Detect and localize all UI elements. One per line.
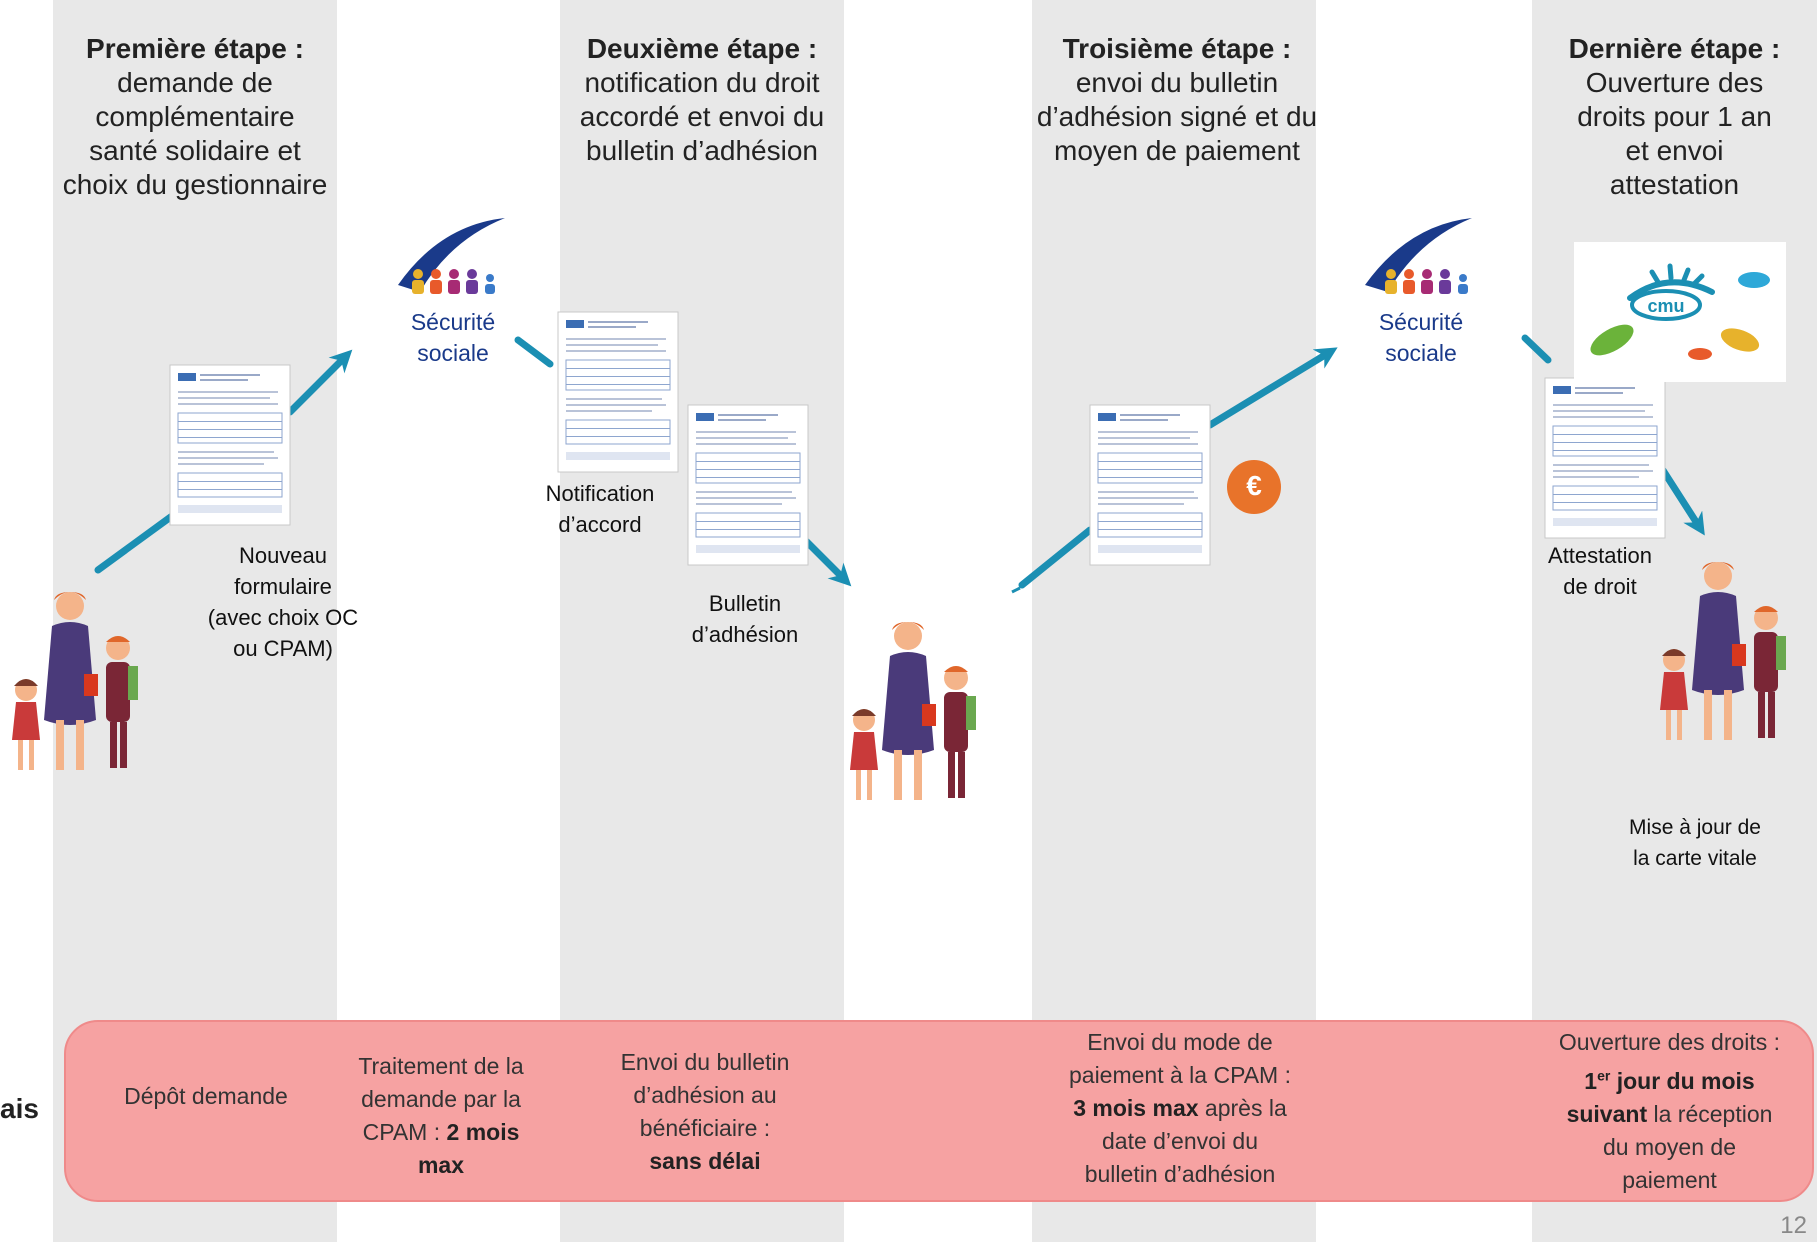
family-illustration xyxy=(850,622,976,800)
band-text: paiement à la CPAM : xyxy=(1068,1062,1291,1088)
band-text: Envoi du bulletin xyxy=(620,1049,790,1075)
caption-line: d’adhésion xyxy=(691,622,799,647)
band-text: après la xyxy=(1198,1095,1287,1121)
band-traitement: Traitement de la demande par la CPAM : 2… xyxy=(336,1050,546,1182)
family-illustration xyxy=(12,592,138,770)
securite-sociale-label: Sécurité sociale xyxy=(1378,309,1464,366)
step-4-desc-line: droits pour 1 an xyxy=(1577,101,1772,132)
caption-line: Notification xyxy=(545,481,655,506)
attestation-document-icon xyxy=(1544,377,1666,539)
caption-notification: Notification d’accord xyxy=(530,478,670,540)
step-1-heading: Première étape : demande de complémentai… xyxy=(53,32,337,202)
step-4-desc-line: Ouverture des xyxy=(1585,67,1764,98)
delais-side-label: ais xyxy=(0,1093,39,1124)
step-4-desc-line: et envoi xyxy=(1625,135,1724,166)
band-text: Ouverture des droits : xyxy=(1558,1029,1781,1055)
caption-bulletin: Bulletin d’adhésion xyxy=(670,588,820,650)
band-bold: 2 mois xyxy=(446,1119,520,1145)
step-3-desc-line: envoi du bulletin xyxy=(1075,67,1279,98)
cmu-logo-icon xyxy=(1574,242,1786,382)
formulaire-document-icon xyxy=(169,364,291,526)
step-1-desc-line: choix du gestionnaire xyxy=(62,169,328,200)
step-2-desc-line: accordé et envoi du xyxy=(579,101,825,132)
caption-line: de droit xyxy=(1563,574,1637,599)
cmu-label: cmu xyxy=(1647,296,1685,316)
arrow-icon xyxy=(1018,526,1094,589)
flow-dash xyxy=(1011,586,1021,594)
band-text: d’adhésion au xyxy=(633,1082,777,1108)
caption-line: (avec choix OC xyxy=(207,605,359,630)
delais-band xyxy=(64,1020,1814,1202)
notification-document-icon xyxy=(557,311,679,473)
step-4-desc-line: attestation xyxy=(1609,169,1740,200)
step-1-desc-line: santé solidaire et xyxy=(89,135,301,166)
band-envoi-bulletin: Envoi du bulletin d’adhésion au bénéfici… xyxy=(580,1046,830,1178)
arrow-icon xyxy=(1206,347,1338,429)
caption-line: Mise à jour de xyxy=(1629,816,1761,839)
caption-line: Nouveau xyxy=(238,543,328,568)
page-number: 12 xyxy=(1780,1212,1807,1239)
step-4-heading: Dernière étape : Ouverture des droits po… xyxy=(1532,32,1817,202)
step-3-desc-line: moyen de paiement xyxy=(1054,135,1300,166)
band-envoi-paiement: Envoi du mode de paiement à la CPAM : 3 … xyxy=(1046,1026,1314,1191)
caption-line: la carte vitale xyxy=(1633,847,1757,870)
caption-line: Bulletin xyxy=(708,591,782,616)
step-2-desc-line: notification du droit xyxy=(584,67,820,98)
step-4-title: Dernière étape : xyxy=(1568,33,1781,64)
step-3-title: Troisième étape : xyxy=(1062,33,1292,64)
band-text: la réception xyxy=(1647,1100,1773,1127)
step-1-title: Première étape : xyxy=(86,33,304,64)
band-bold: 1 xyxy=(1584,1067,1598,1094)
band-depot: Dépôt demande xyxy=(96,1080,316,1113)
bulletin-signed-document-icon xyxy=(1089,404,1211,566)
band-bold: sans délai xyxy=(649,1148,761,1174)
band-text: Dépôt demande xyxy=(124,1083,288,1109)
band-text: Traitement de la xyxy=(358,1053,524,1079)
securite-sociale-logo-icon xyxy=(1365,218,1472,294)
caption-attestation: Attestation de droit xyxy=(1520,540,1680,602)
band-ouverture: Ouverture des droits : 1er jour du mois … xyxy=(1532,1026,1807,1197)
arrow-icon xyxy=(94,512,176,574)
step-2-desc-line: bulletin d’adhésion xyxy=(586,135,818,166)
arrow-icon xyxy=(1521,334,1552,364)
step-2-heading: Deuxième étape : notification du droit a… xyxy=(560,32,844,168)
bulletin-document-icon xyxy=(687,404,809,566)
arrow-icon xyxy=(514,336,554,368)
euro-coin-icon xyxy=(1227,460,1281,514)
band-text: paiement xyxy=(1622,1166,1717,1193)
band-text: date d’envoi du xyxy=(1101,1128,1258,1154)
band-bold: 3 mois max xyxy=(1073,1095,1199,1121)
step-3-desc-line: d’adhésion signé et du xyxy=(1036,101,1318,132)
securite-sociale-label: Sécurité sociale xyxy=(410,309,496,366)
band-bold: max xyxy=(417,1152,465,1178)
caption-carte-vitale: Mise à jour de la carte vitale xyxy=(1600,812,1790,874)
band-text: demande par la xyxy=(361,1086,521,1112)
band-text: du moyen de xyxy=(1603,1133,1736,1160)
step-2-title: Deuxième étape : xyxy=(586,33,818,64)
caption-line: Attestation xyxy=(1548,543,1652,568)
caption-line: ou CPAM) xyxy=(233,636,333,661)
band-text: bénéficiaire : xyxy=(639,1115,771,1141)
band-bold: er xyxy=(1597,1067,1611,1083)
step-1-desc-line: complémentaire xyxy=(95,101,295,132)
step-3-heading: Troisième étape : envoi du bulletin d’ad… xyxy=(1022,32,1332,168)
caption-line: d’accord xyxy=(558,512,642,537)
securite-sociale-logo-icon xyxy=(398,218,505,294)
band-text: Envoi du mode de xyxy=(1087,1029,1273,1055)
band-text: CPAM : xyxy=(362,1119,447,1145)
step-1-desc-line: demande de xyxy=(117,67,273,98)
band-text: bulletin d’adhésion xyxy=(1084,1161,1276,1187)
euro-symbol: € xyxy=(1246,470,1262,501)
band-bold: suivant xyxy=(1566,1100,1648,1127)
band-bold: jour du mois xyxy=(1610,1067,1755,1094)
arrow-icon xyxy=(286,349,353,416)
caption-line: formulaire xyxy=(234,574,332,599)
caption-nouveau-formulaire: Nouveau formulaire (avec choix OC ou CPA… xyxy=(193,540,373,664)
